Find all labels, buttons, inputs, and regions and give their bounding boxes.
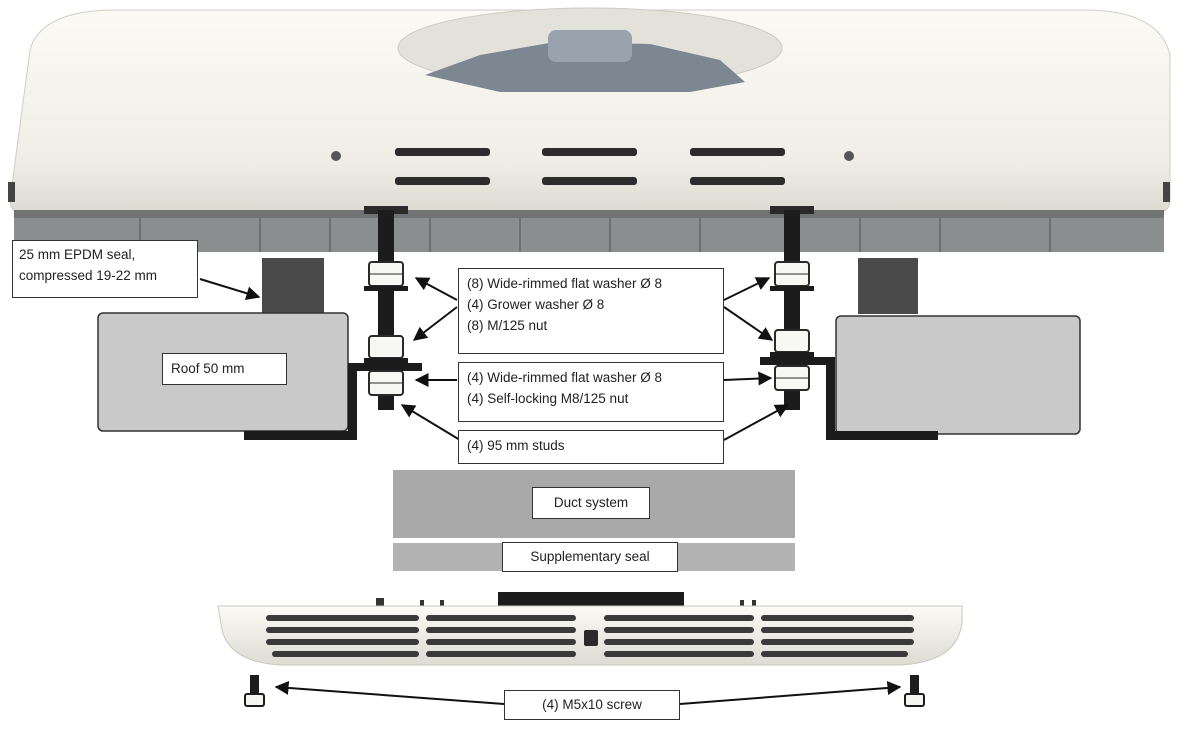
studs-text: (4) 95 mm studs	[467, 438, 565, 453]
upper-hardware-line-1: (8) Wide-rimmed flat washer Ø 8	[467, 276, 663, 291]
screw-left	[244, 675, 265, 707]
arrow-washer-left	[414, 277, 458, 301]
screw-hole	[331, 151, 341, 161]
callout-arrows	[199, 277, 902, 705]
arrow-washer-right	[723, 277, 771, 301]
lower-hardware-line-1: (4) Wide-rimmed flat washer Ø 8	[467, 370, 663, 385]
label-lower-hardware: (4) Wide-rimmed flat washer Ø 8 (4) Self…	[458, 362, 724, 422]
roof-right	[760, 315, 1081, 440]
epdm-seal-right	[858, 258, 918, 314]
arrow-seal	[199, 278, 261, 301]
arrow-stud-left	[400, 404, 461, 441]
label-duct-system: Duct system	[532, 487, 650, 519]
upper-hardware-line-2: (4) Grower washer Ø 8	[467, 296, 605, 312]
arrow-locknut-right	[723, 371, 773, 386]
upper-hardware-line-3: (8) M/125 nut	[467, 317, 548, 333]
stud-left	[364, 206, 408, 410]
roof-text: Roof 50 mm	[171, 361, 245, 376]
label-upper-hardware: (8) Wide-rimmed flat washer Ø 8 (4) Grow…	[458, 268, 724, 354]
seal-line-2: compressed 19-22 mm	[19, 267, 158, 283]
lower-hardware-line-2: (4) Self-locking M8/125 nut	[467, 390, 629, 406]
arrow-stud-right	[723, 404, 790, 441]
arrow-nut-right	[723, 306, 774, 341]
rooftop-unit	[8, 7, 1171, 252]
label-screws: (4) M5x10 screw	[504, 690, 680, 720]
stud-right	[770, 206, 814, 410]
duct-text: Duct system	[553, 495, 629, 510]
arrow-screw-left	[274, 680, 505, 705]
epdm-seal-left	[262, 258, 324, 314]
label-epdm-seal: 25 mm EPDM seal, compressed 19-22 mm	[12, 240, 198, 298]
arrow-screw-right	[679, 680, 902, 705]
seal-line-1: 25 mm EPDM seal,	[19, 247, 136, 262]
fan-motor	[425, 42, 745, 92]
label-roof: Roof 50 mm	[162, 353, 287, 385]
screws-text: (4) M5x10 screw	[542, 697, 642, 712]
screw-hole	[844, 151, 854, 161]
label-studs: (4) 95 mm studs	[458, 430, 724, 464]
screw-right	[904, 675, 925, 707]
indoor-grille-unit	[217, 592, 963, 666]
supplementary-seal-text: Supplementary seal	[530, 549, 650, 564]
vent-slots	[395, 148, 785, 185]
label-supplementary-seal: Supplementary seal	[502, 542, 678, 572]
arrow-grower-left	[412, 306, 458, 341]
